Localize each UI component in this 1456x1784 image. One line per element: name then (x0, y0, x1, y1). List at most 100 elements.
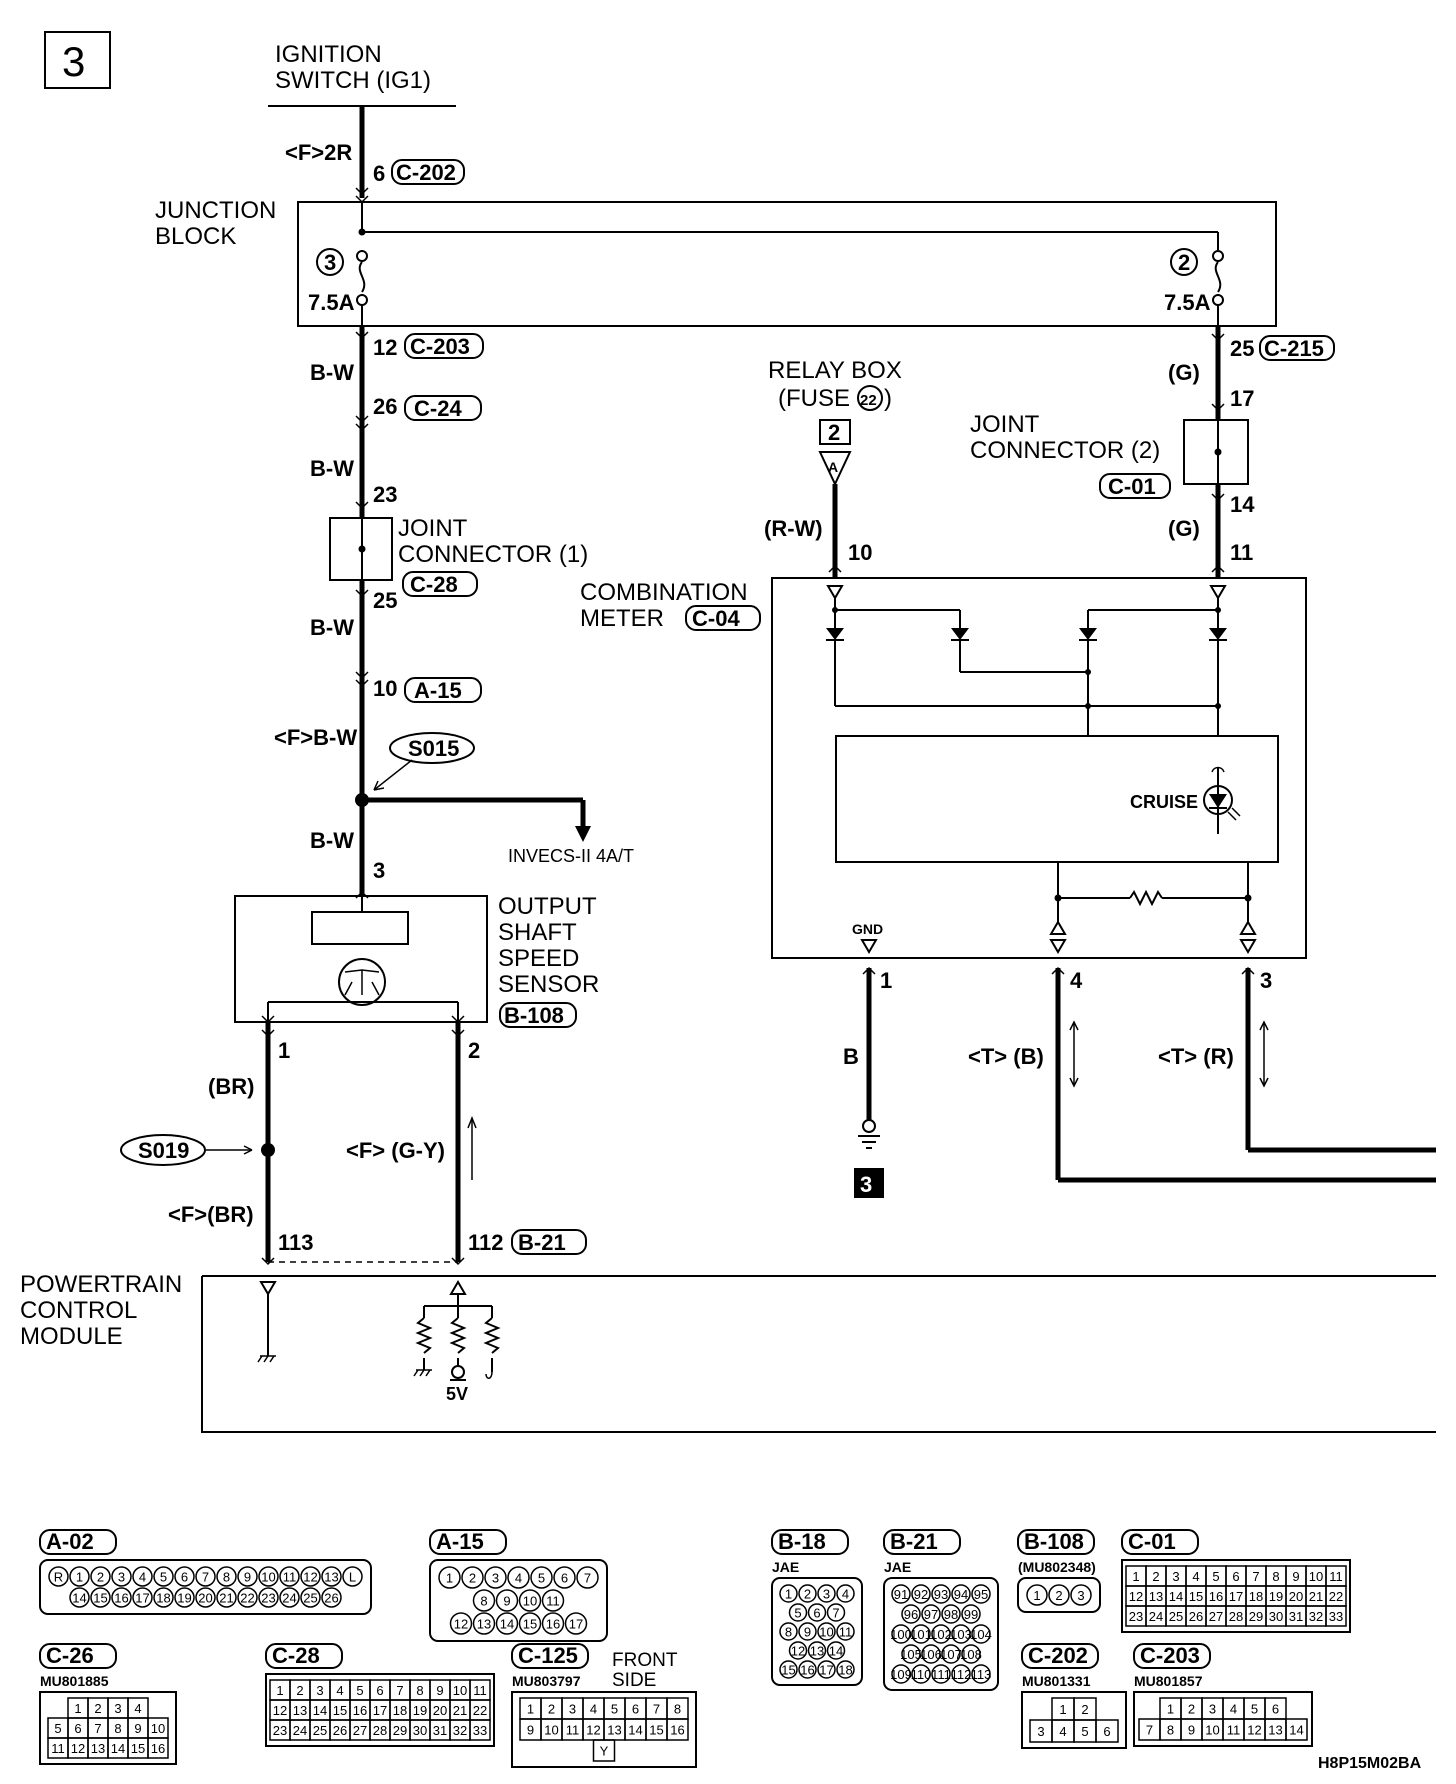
connector-pin-label: 8 (1167, 1723, 1174, 1738)
connector-pin-label: 14 (1169, 1589, 1183, 1604)
connector-pin (826, 1641, 846, 1660)
connector-pin (495, 1612, 519, 1635)
connector-pin-label: 16 (670, 1723, 684, 1738)
connector-pin-label: 3 (569, 1702, 576, 1717)
connector-pin (788, 1641, 808, 1660)
connector-pin-label: 3 (316, 1683, 323, 1698)
connector-view-tag: MU801857 (1134, 1673, 1203, 1689)
connector-pin-label: 19 (1269, 1589, 1283, 1604)
connector-pin-label: 32 (1309, 1609, 1323, 1624)
connector-pin-label: 8 (480, 1594, 487, 1609)
connector-pin-label: 113 (971, 1667, 992, 1682)
conn-c01: C-01 (1108, 474, 1156, 499)
connector-pin-label: 9 (1292, 1569, 1299, 1584)
connector-pin (69, 1587, 90, 1608)
connector-pin-label: 2 (1055, 1588, 1062, 1603)
relay-box-label-end: ) (884, 385, 892, 412)
connector-pin-label: 22 (1329, 1589, 1343, 1604)
sensor-label-1: OUTPUT (498, 893, 597, 920)
page-number-box (44, 31, 111, 89)
connector-pin-label: 12 (454, 1617, 468, 1632)
sensor-label-3: SPEED (498, 945, 579, 972)
meter-gnd: GND (852, 921, 883, 937)
connector-pin-label: 21 (1309, 1589, 1323, 1604)
connector-pin-label: 1 (1132, 1569, 1139, 1584)
pcm-label-1: POWERTRAIN (20, 1271, 182, 1298)
conn-c28: C-28 (410, 572, 458, 597)
splice-s019: S019 (138, 1138, 189, 1163)
connector-pin-label: 103 (950, 1627, 972, 1642)
connector-pin-label: 15 (781, 1663, 795, 1678)
pin-113: 113 (278, 1230, 314, 1255)
connector-pin (901, 1644, 921, 1664)
connector-pin (779, 1584, 798, 1603)
pcm-label-3: MODULE (20, 1323, 123, 1350)
connector-pin-label: 16 (353, 1703, 367, 1718)
connector-pin-label: 3 (1209, 1702, 1216, 1717)
connector-pin-label: 8 (674, 1702, 681, 1717)
connector-pin-label: 16 (800, 1663, 814, 1678)
connector-pin-label: 25 (1169, 1609, 1183, 1624)
connector-view-tag: (MU802348) (1018, 1559, 1096, 1575)
connector-pin-label: 11 (566, 1723, 580, 1738)
connector-pin-label: 16 (1209, 1589, 1223, 1604)
connector-pin (836, 1660, 855, 1679)
relay-ref-triangle (818, 451, 852, 487)
pin-2-sensor: 2 (468, 1038, 480, 1063)
connector-pin-label: 13 (1149, 1589, 1163, 1604)
jc2-label-1: JOINT (970, 411, 1040, 438)
connector-pin-label: 2 (296, 1683, 303, 1698)
connector-pin-label: 11 (1227, 1723, 1241, 1738)
connector-pin-label: 15 (131, 1741, 145, 1756)
connector-pin-label: 26 (324, 1591, 338, 1606)
connector-pin-label: 101 (910, 1627, 932, 1642)
conn-b21: B-21 (518, 1230, 566, 1255)
connector-pin (541, 1589, 565, 1612)
conn-c24: C-24 (414, 396, 462, 421)
connector-pin-label: 6 (181, 1570, 188, 1585)
meter-label-2: METER (580, 605, 664, 632)
connector-view-note: FRONT (612, 1650, 678, 1671)
fuse-right (1214, 261, 1222, 293)
connector-pin-label: 3 (823, 1587, 830, 1602)
connector-pin (300, 1587, 321, 1608)
connector-pin-label: 5 (356, 1683, 363, 1698)
connector-view-badge (1133, 1643, 1211, 1669)
pin-1-meter: 1 (880, 968, 892, 993)
jc1-label-2: CONNECTOR (1) (398, 541, 588, 568)
connector-pin-label: 16 (546, 1617, 560, 1632)
connector-pin-label: 31 (1289, 1609, 1303, 1624)
connector-pin-label: 18 (1249, 1589, 1263, 1604)
connector-view-body (429, 1559, 608, 1642)
connector-pin (798, 1622, 817, 1641)
connector-pin-label: 9 (244, 1570, 251, 1585)
connector-pin-label: 7 (584, 1571, 591, 1586)
connector-pin-label: 14 (829, 1644, 843, 1659)
connector-pin (951, 1584, 971, 1604)
connector-pin (817, 1584, 836, 1603)
connector-pin-label: 24 (282, 1591, 296, 1606)
connector-pin (518, 1612, 542, 1635)
connector-pin-label: 4 (1059, 1724, 1066, 1739)
connector-pin-label: 1 (446, 1571, 453, 1586)
connector-pin (891, 1624, 911, 1644)
connector-pin-label: 1 (74, 1701, 81, 1716)
connector-pin-label: 1 (1167, 1702, 1174, 1717)
wire-label-fgy: <F> (G-Y) (346, 1138, 445, 1163)
wire-label-tr: <T> (R) (1158, 1044, 1234, 1069)
connector-pin (971, 1624, 991, 1644)
connector-pin-label: 20 (433, 1703, 447, 1718)
connector-pin (48, 1566, 69, 1587)
connector-view-badge (511, 1643, 589, 1669)
connector-view-tag: MU801885 (40, 1673, 109, 1689)
connector-pin-label: 3 (1037, 1724, 1044, 1739)
connector-pin-label: 4 (842, 1587, 849, 1602)
connector-pin-label: 2 (1152, 1569, 1159, 1584)
connector-pin (237, 1566, 258, 1587)
fuse-right-num-circle (1170, 248, 1198, 276)
connector-pin-label: 20 (198, 1591, 212, 1606)
pin-4-meter: 4 (1070, 968, 1083, 993)
connector-pin-label: 33 (473, 1723, 487, 1738)
connector-pin (836, 1584, 855, 1603)
connector-pin-label: 13 (293, 1703, 307, 1718)
